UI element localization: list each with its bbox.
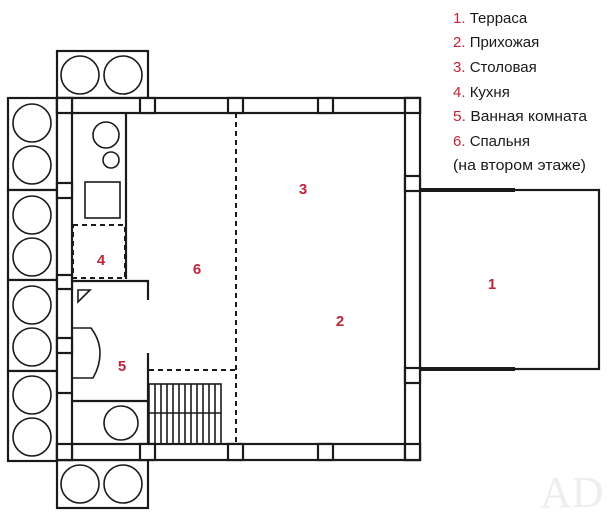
room-label-hall: 2 [336, 313, 344, 330]
legend-item: 3. Столовая [453, 59, 537, 76]
sink-icon [92, 121, 120, 149]
walls [55, 96, 422, 462]
shower-icon [77, 289, 92, 304]
legend-item: 1. Терраса [453, 10, 528, 27]
legend-item: 2. Прихожая [453, 34, 539, 51]
terrace [418, 188, 601, 371]
room-label-terrace: 1 [488, 276, 496, 293]
legend: 1. Терраса 2. Прихожая 3. Столовая 4. Ку… [453, 10, 588, 174]
legend-note: (на втором этаже) [453, 157, 586, 174]
stairs [148, 383, 222, 445]
tub-icon [103, 405, 139, 441]
watermark-logo: AD [540, 468, 604, 517]
room-label-bathroom: 5 [118, 358, 126, 375]
legend-item: 4. Кухня [453, 84, 510, 101]
planter-bottom [55, 458, 150, 510]
bathroom [72, 279, 150, 444]
legend-item: 6. Спальня [453, 133, 530, 150]
legend-item: 5. Ванная комната [453, 108, 588, 125]
toilet-icon [72, 327, 101, 379]
room-label-kitchen: 4 [97, 252, 106, 269]
room-label-dining: 3 [299, 181, 307, 198]
room-label-bedroom: 6 [193, 261, 201, 278]
kitchen [72, 113, 128, 279]
planters-left [6, 96, 59, 463]
stove-icon [84, 181, 121, 219]
planter-top [55, 49, 150, 100]
